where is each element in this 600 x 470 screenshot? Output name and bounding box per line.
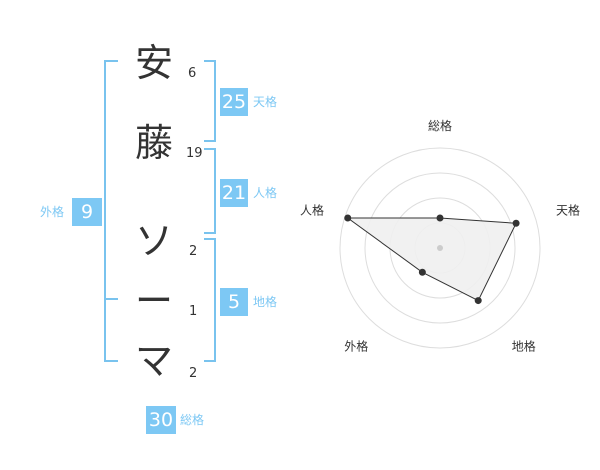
radar-grid-ring-4 [339,147,541,349]
stroke-count-2: 19 [186,146,203,161]
radar-point-2 [512,219,520,227]
stroke-count-3: 2 [189,244,198,259]
radar-point-5 [344,214,352,222]
jinkaku-score: 21 [220,179,248,207]
name-char-4: ー [134,279,173,323]
radar-grid-ring-3 [364,172,516,324]
soukaku-score: 30 [146,406,176,434]
radar-point-1 [436,214,444,222]
tenkaku-bracket [204,60,216,142]
name-char-1: 安 [134,41,173,85]
jinkaku-bracket [204,148,216,234]
tenkaku-label: 天格 [253,95,278,109]
gaikaku-label: 外格 [40,205,65,219]
radar-series-area [346,217,517,302]
stroke-count-4: 1 [189,304,198,319]
radar-axis-label-2: 天格 [556,202,580,217]
chikaku-label: 地格 [253,295,278,309]
radar-axis-label-5: 人格 [300,202,324,217]
tenkaku-score: 25 [220,88,248,116]
gaikaku-divider [104,298,118,300]
radar-point-3 [474,297,482,305]
name-char-2: 藤 [134,121,173,165]
name-char-3: ソ [134,219,173,263]
radar-axis-label-4: 外格 [344,339,368,354]
stroke-count-1: 6 [188,66,197,81]
chikaku-score: 5 [220,288,248,316]
chikaku-bracket [204,238,216,362]
gaikaku-bracket [104,60,118,362]
gaikaku-score: 9 [72,198,102,226]
soukaku-label: 総格 [180,413,205,427]
stroke-count-5: 2 [189,366,198,381]
name-char-5: マ [134,339,173,383]
radar-point-4 [418,268,426,276]
radar-axis-label-3: 地格 [512,339,536,354]
jinkaku-label: 人格 [253,186,278,200]
radar-axis-label-1: 総格 [428,118,452,133]
radar-center-dot [437,245,443,251]
